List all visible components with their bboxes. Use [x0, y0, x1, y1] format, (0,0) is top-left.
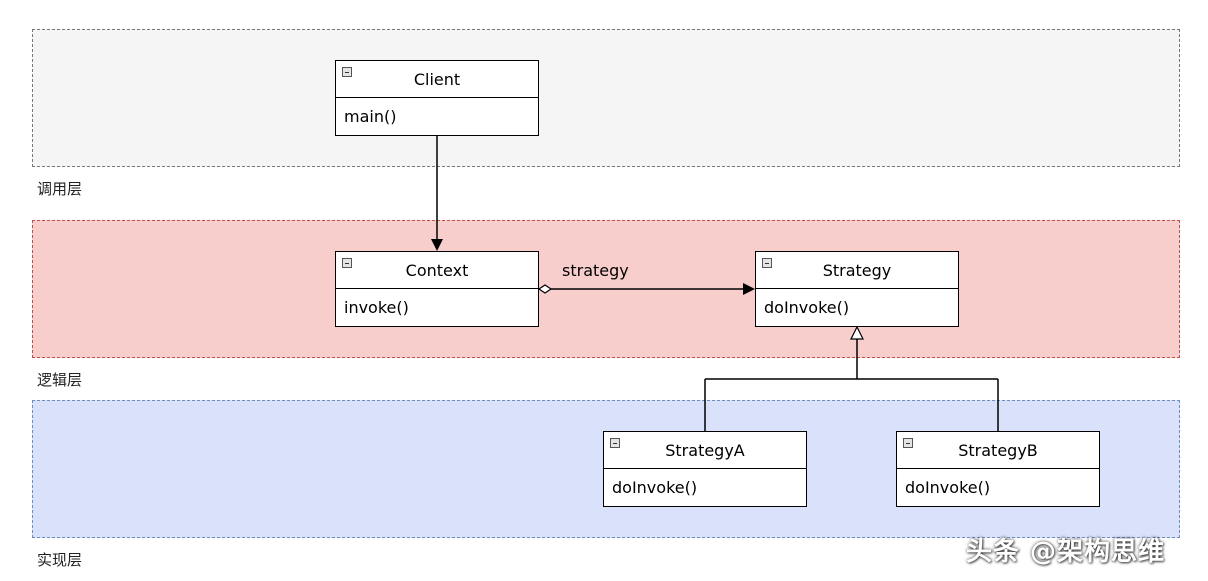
layer-impl-label: 实现层 — [37, 551, 83, 569]
layer-call-label: 调用层 — [37, 180, 83, 198]
class-strategy-b-name: StrategyB — [958, 440, 1038, 460]
class-client-header: Client — [336, 61, 538, 98]
association-label: strategy — [562, 261, 629, 280]
class-context-name: Context — [405, 260, 469, 280]
class-client-name: Client — [413, 69, 461, 89]
class-context-header: Context — [336, 252, 538, 289]
client-context-arrowhead — [431, 239, 443, 251]
class-context-method: invoke() — [344, 298, 409, 317]
class-strategy-name: Strategy — [822, 260, 892, 280]
class-strategy-method: doInvoke() — [764, 298, 850, 317]
inheritance-triangle — [850, 325, 864, 340]
class-context[interactable]: Context invoke() — [335, 251, 539, 327]
watermark: 头条 @架构思维 — [966, 537, 1166, 567]
class-strategy-header: Strategy — [756, 252, 958, 289]
collapse-icon[interactable] — [342, 67, 352, 77]
class-strategy-b-header: StrategyB — [897, 432, 1099, 469]
class-strategy-b-method: doInvoke() — [905, 478, 991, 497]
class-strategy[interactable]: Strategy doInvoke() — [755, 251, 959, 327]
class-strategy-a-name: StrategyA — [665, 440, 745, 460]
layer-call — [32, 29, 1180, 167]
class-strategy-b[interactable]: StrategyB doInvoke() — [896, 431, 1100, 507]
collapse-icon[interactable] — [610, 438, 620, 448]
context-strategy-arrowhead — [743, 283, 755, 295]
collapse-icon[interactable] — [762, 258, 772, 268]
aggregation-diamond — [537, 284, 553, 294]
collapse-icon[interactable] — [903, 438, 913, 448]
class-strategy-a[interactable]: StrategyA doInvoke() — [603, 431, 807, 507]
collapse-icon[interactable] — [342, 258, 352, 268]
class-client-method: main() — [344, 107, 397, 126]
class-client[interactable]: Client main() — [335, 60, 539, 136]
class-strategy-a-header: StrategyA — [604, 432, 806, 469]
class-strategy-a-method: doInvoke() — [612, 478, 698, 497]
layer-logic-label: 逻辑层 — [37, 371, 83, 389]
